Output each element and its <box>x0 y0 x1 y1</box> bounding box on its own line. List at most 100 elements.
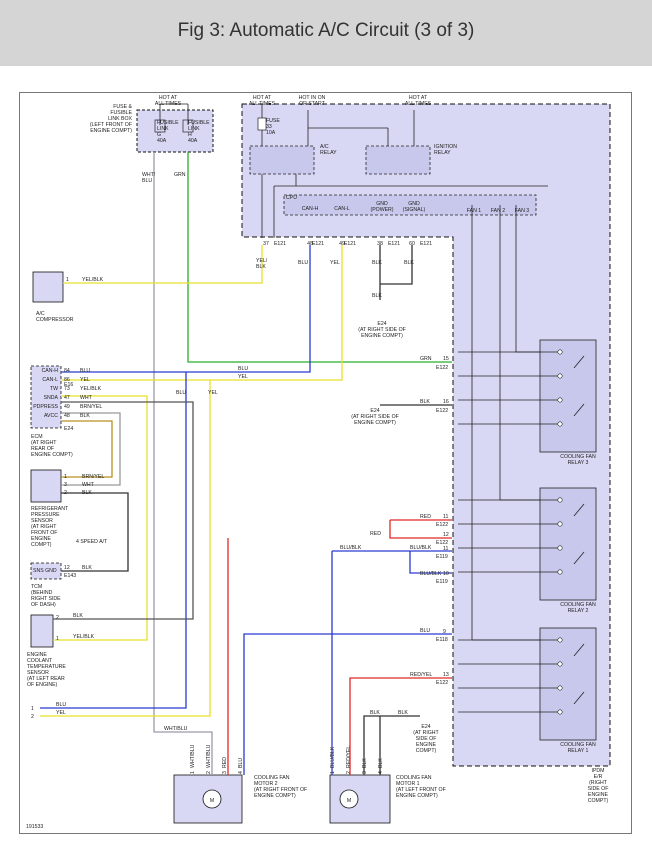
blk-r1-wire2: BLK <box>398 710 408 716</box>
red-relay2-1 <box>389 520 452 539</box>
blu-can-wire <box>61 245 311 373</box>
yel-left-wire <box>40 380 211 717</box>
refrig-wire-0: BRN/YEL <box>82 474 104 480</box>
ect-wire-1: YEL/BLK <box>73 634 95 640</box>
relay-terminal <box>557 569 563 575</box>
blublk-1-conn: E119 <box>436 554 448 560</box>
motor1-pin-1: 2 <box>346 771 352 774</box>
blublk-1b-wire: BLU/BLK <box>410 545 432 551</box>
canh-label: CAN-H <box>302 206 319 212</box>
blu-r1-pin: 9 <box>443 629 446 635</box>
blu-r1-wire: BLU <box>420 628 430 634</box>
fan1-label: FAN 1 <box>467 208 482 214</box>
refrig-wire-1: WHT <box>82 482 95 488</box>
whtblu-wire <box>153 152 213 775</box>
red-r2-1-wire: RED <box>420 514 431 520</box>
cooling-fan-motor-1-box <box>329 774 391 824</box>
ecm-pinnum-0: 84 <box>64 368 70 374</box>
ecm-pinnum-2: 73 <box>64 386 70 392</box>
motor1-pin-3: 4 <box>378 771 384 774</box>
grn-top-label: GRN <box>174 172 186 178</box>
ect-wire-0: BLK <box>73 613 83 619</box>
motor2-wire-3: BLU <box>238 758 244 768</box>
motor2-wire-0: WHT/BLU <box>190 744 196 768</box>
blk-relay3-pin: 16 <box>443 399 449 405</box>
fan2-label: FAN 2 <box>491 208 506 214</box>
motor1-pin-0: 1 <box>330 771 336 774</box>
ecm-conn2: E24 <box>64 426 73 432</box>
relay-terminal <box>557 661 563 667</box>
tcm-conn: E143 <box>64 573 76 579</box>
ecm-wire-4: BRN/YEL <box>80 404 102 410</box>
blu-upper: BLU <box>298 260 308 266</box>
motor1-wire-0: BLU/BLK <box>330 746 336 768</box>
ecm-pin-1: CAN-L <box>42 377 58 383</box>
blu-mid2: BLU <box>176 390 186 396</box>
ecm-pin-5: AVCC <box>44 413 58 419</box>
ect-sensor-box <box>30 614 54 648</box>
yel-mid: YEL <box>238 374 248 380</box>
cooling-fan-relay-1 <box>539 627 597 741</box>
redyel-r1-pin: 13 <box>443 672 449 678</box>
tcm-pin-label: SNS GND <box>33 568 57 574</box>
speed-note: 4 SPEED A/T <box>76 539 108 545</box>
blk-e121b: BLK <box>404 260 414 266</box>
relay-terminal <box>557 421 563 427</box>
blk-down: BLK <box>372 293 382 299</box>
ipdm-pin-1: E121 <box>274 241 286 247</box>
wht-ecm-wire <box>61 412 121 486</box>
ipdm-pin-0: 37 <box>263 241 269 247</box>
tcm-pin: 12 <box>64 565 70 571</box>
fan3-label: FAN 3 <box>515 208 530 214</box>
gnd-power-label: GND(POWER) <box>370 201 393 213</box>
ipdm-pin-3: E121 <box>312 241 324 247</box>
relay-terminal <box>557 545 563 551</box>
blk-refrig-wire <box>61 492 129 572</box>
blk-relay3-conn: E122 <box>436 408 448 414</box>
motor2-pin-1: 2 <box>206 771 212 774</box>
ecm-pinnum-3: 47 <box>64 395 70 401</box>
yel-mid2: YEL <box>208 390 218 396</box>
cpu-label: CPU <box>286 195 297 201</box>
blu-relay1 <box>243 633 452 775</box>
motor2-wire-2: RED <box>222 757 228 768</box>
relay-switch-contact <box>573 643 585 657</box>
cpu-block <box>283 194 537 216</box>
blk-e121-2 <box>380 245 413 285</box>
relay-switch-contact <box>573 355 585 369</box>
fig-id: 191533 <box>26 824 43 830</box>
blublk-3 <box>409 551 452 574</box>
motor1-m: M <box>347 798 351 804</box>
ac-comp-wire <box>63 245 263 284</box>
relay-switch-contact <box>573 403 585 417</box>
ac-comp-pin: 1 <box>66 277 69 283</box>
yel-upper: YEL <box>330 260 340 266</box>
fuse-block <box>136 109 214 153</box>
motor2-m: M <box>210 798 214 804</box>
blk-ecm-wire <box>53 401 194 620</box>
ecm-pin-4: PDPRESS <box>33 404 58 410</box>
ect-pin-1: 1 <box>56 636 59 642</box>
left-wire-1: YEL <box>56 710 66 716</box>
blu-mid: BLU <box>238 366 248 372</box>
motor1-pin-2: 3 <box>362 771 368 774</box>
ecm-wire-2: YEL/BLK <box>80 386 102 392</box>
ecm-wire-0: BLU <box>80 368 90 374</box>
refrig-pin-0: 1 <box>64 474 67 480</box>
relay-switch-contact <box>573 551 585 565</box>
ipdm-region <box>241 103 611 767</box>
yel-can-wire <box>61 245 343 381</box>
ecm-pin-0: CAN-H <box>42 368 59 374</box>
ac-compressor-box <box>32 271 64 303</box>
canl-label: CAN-L <box>334 206 350 212</box>
